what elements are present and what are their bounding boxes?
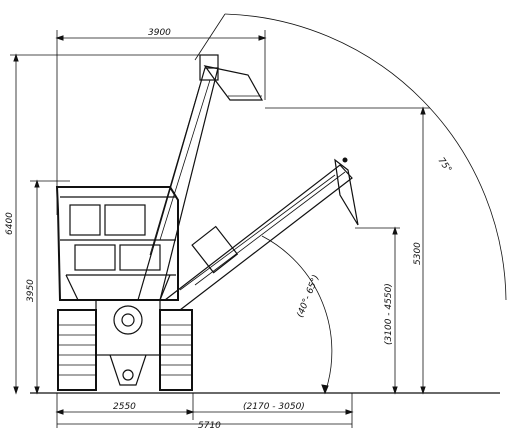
- dim-width-track: 2550: [55, 393, 195, 420]
- svg-text:3900: 3900: [148, 28, 171, 38]
- svg-text:5710: 5710: [198, 421, 221, 428]
- cart-hopper: [55, 186, 179, 301]
- auger-lowered: [164, 157, 359, 311]
- dim-width-total: 5710: [56, 420, 353, 428]
- svg-text:(40°- 65°): (40°- 65°): [296, 274, 322, 320]
- svg-text:75°: 75°: [436, 156, 453, 175]
- svg-text:(3100 - 4550): (3100 - 4550): [384, 283, 394, 345]
- right-track: [159, 309, 193, 391]
- svg-text:2550: 2550: [113, 402, 136, 412]
- svg-text:6400: 6400: [5, 212, 15, 235]
- dim-height-body: 3950: [26, 179, 70, 395]
- svg-text:(2170 - 3050): (2170 - 3050): [243, 402, 305, 412]
- svg-text:3950: 3950: [26, 279, 36, 302]
- auger-raised: [137, 54, 264, 301]
- left-track: [57, 309, 97, 391]
- dim-reach-range: (2170 - 3050): [193, 393, 354, 420]
- dim-angle-max-arc: 75°: [194, 13, 507, 301]
- dim-height-reach: 5300: [265, 106, 430, 395]
- dim-height-range: (3100 - 4550): [355, 226, 400, 395]
- axle-assembly: [95, 299, 161, 386]
- dim-height-max: 6400: [5, 53, 215, 395]
- dim-angle-range-arc: (40°- 65°): [261, 235, 333, 395]
- dim-width-top: 3900: [55, 28, 267, 215]
- svg-text:5300: 5300: [413, 242, 423, 265]
